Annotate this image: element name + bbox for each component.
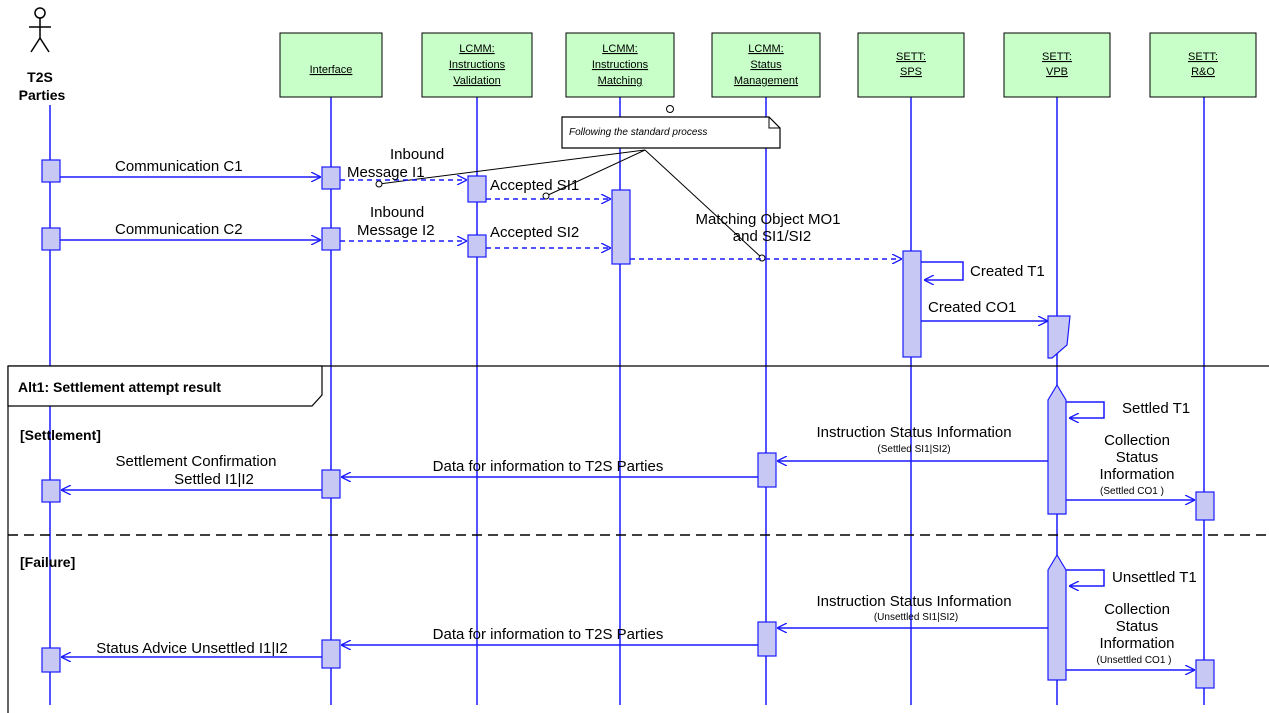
participant-label: R&O [1191, 66, 1215, 78]
activation-box [902, 250, 922, 358]
messages-top [60, 177, 1047, 321]
message-label-collection: Status [1116, 449, 1159, 466]
message-label-accepted2: Accepted SI2 [490, 224, 579, 241]
activation-box [41, 227, 61, 251]
message-label-accepted1: Accepted SI1 [490, 177, 579, 194]
activation-box [321, 469, 341, 499]
participant-label: Status [750, 59, 782, 71]
activation-box [1195, 659, 1215, 689]
participant-ro: SETT: R&O [1149, 32, 1257, 98]
message-label-c1: Communication C1 [115, 158, 243, 175]
activation-box [41, 647, 61, 673]
message-label-collection: Collection [1104, 601, 1170, 618]
participant-interface: Interface [279, 32, 383, 98]
message-arrow-created-t1 [921, 261, 964, 280]
message-labels-top: Communication C1 Communication C2 Inboun… [115, 146, 1045, 316]
message-arrow-unsettled-t1 [1066, 569, 1105, 586]
activation-box [321, 227, 341, 251]
message-label-settled-t1: Settled T1 [1122, 400, 1190, 417]
activation-box [467, 175, 487, 203]
message-label-inbound2: Inbound [370, 204, 424, 221]
message-arrow-settled-t1 [1066, 401, 1105, 418]
actor-t2s-parties: T2S Parties [19, 7, 66, 103]
participant-headers: Interface LCMM: Instructions Validation … [279, 32, 1257, 98]
message-label-collection: Information [1099, 635, 1174, 652]
activation-box [757, 452, 777, 488]
alt-fragment-title: Alt1: Settlement attempt result [18, 379, 221, 395]
message-label-status-advice: Status Advice Unsettled I1|I2 [96, 640, 288, 657]
message-sublabel-collection: (Settled CO1 ) [1100, 486, 1164, 497]
messages-settlement [62, 401, 1194, 500]
message-sublabel-collection: (Unsettled CO1 ) [1096, 655, 1171, 666]
message-label-inbound2: Message I2 [357, 222, 435, 239]
message-labels-failure: Unsettled T1 Instruction Status Informat… [96, 569, 1197, 666]
participant-label: LCMM: [602, 43, 637, 55]
message-label-created-co1: Created CO1 [928, 299, 1016, 316]
participant-label: SETT: [896, 51, 926, 63]
activation-box [1195, 491, 1215, 521]
activations [41, 159, 1215, 689]
participant-status-management: LCMM: Status Management [711, 32, 821, 98]
note-text: Following the standard process [569, 127, 707, 138]
activation-box [321, 639, 341, 669]
message-sublabel-isi: (Unsettled SI1|SI2) [874, 612, 958, 623]
participant-label: Validation [453, 75, 501, 87]
actor-label-line2: Parties [19, 87, 66, 103]
participant-label: SPS [900, 66, 922, 78]
alt-fragment: Alt1: Settlement attempt result [Settlem… [7, 365, 1269, 713]
message-label-data-info: Data for information to T2S Parties [433, 626, 664, 643]
message-label-confirmation: Settlement Confirmation [116, 453, 277, 470]
guard-settlement: [Settlement] [20, 427, 101, 443]
participant-vpb: SETT: VPB [1003, 32, 1111, 98]
activation-box [611, 189, 631, 265]
activation-box [1047, 383, 1067, 515]
activation-box [1047, 553, 1067, 681]
message-label-matching: and SI1/SI2 [733, 228, 811, 245]
participant-label: SETT: [1188, 51, 1218, 63]
activation-box [41, 479, 61, 503]
activation-box [757, 621, 777, 657]
message-label-isi: Instruction Status Information [816, 424, 1011, 441]
message-label-collection: Collection [1104, 432, 1170, 449]
participant-label: LCMM: [459, 43, 494, 55]
participant-validation: LCMM: Instructions Validation [421, 32, 533, 98]
message-label-created-t1: Created T1 [970, 263, 1045, 280]
message-label-c2: Communication C2 [115, 221, 243, 238]
participant-label: SETT: [1042, 51, 1072, 63]
message-labels-settlement: Settled T1 Instruction Status Informatio… [116, 400, 1191, 497]
activation-box [41, 159, 61, 183]
activation-box [1047, 315, 1071, 359]
message-label-data-info: Data for information to T2S Parties [433, 458, 664, 475]
message-label-isi: Instruction Status Information [816, 593, 1011, 610]
participant-label: VPB [1046, 66, 1068, 78]
participant-label: Matching [598, 75, 643, 87]
message-label-inbound1: Message I1 [347, 164, 425, 181]
note-standard-process: Following the standard process [375, 105, 781, 262]
guard-failure: [Failure] [20, 554, 75, 570]
messages-failure [62, 569, 1194, 670]
message-label-collection: Status [1116, 618, 1159, 635]
participant-label: LCMM: [748, 43, 783, 55]
actor-label-line1: T2S [27, 69, 53, 85]
message-label-matching: Matching Object MO1 [695, 211, 840, 228]
message-sublabel-isi: (Settled SI1|SI2) [877, 444, 950, 455]
participant-label: Instructions [449, 59, 506, 71]
activation-box [467, 234, 487, 258]
message-label-collection: Information [1099, 466, 1174, 483]
message-label-unsettled-t1: Unsettled T1 [1112, 569, 1197, 586]
participant-matching: LCMM: Instructions Matching [565, 32, 675, 98]
message-label-inbound1: Inbound [390, 146, 444, 163]
participant-label: Instructions [592, 59, 649, 71]
participant-sps: SETT: SPS [857, 32, 965, 98]
participant-label: Management [734, 75, 798, 87]
participant-label: Interface [310, 64, 353, 76]
message-label-confirmation: Settled I1|I2 [174, 471, 254, 488]
actor-stick-figure-icon [29, 7, 51, 53]
activation-box [321, 166, 341, 190]
